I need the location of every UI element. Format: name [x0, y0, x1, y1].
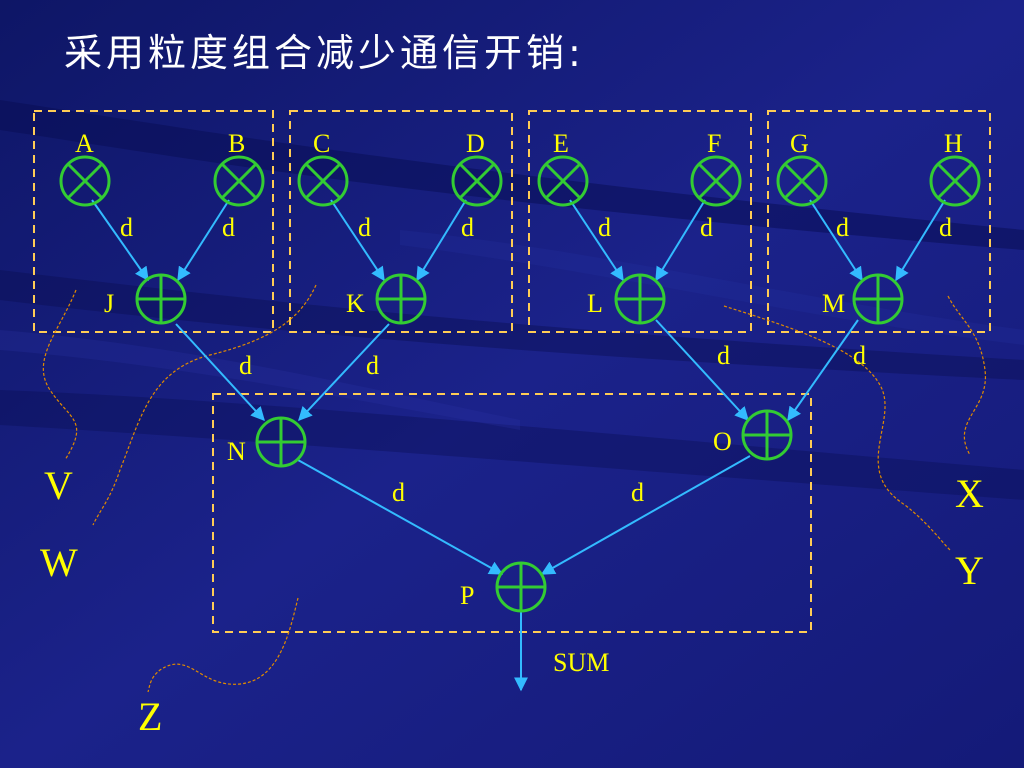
- multiply-circle-icon: [297, 155, 349, 207]
- node-label-f: F: [707, 129, 721, 158]
- group-label-z: Z: [138, 694, 162, 739]
- arrow-k-n: [298, 323, 390, 422]
- edge-label: d: [598, 213, 611, 242]
- node-label-h: H: [944, 129, 963, 158]
- node-label-o: O: [713, 427, 732, 456]
- edge-label: d: [222, 213, 235, 242]
- multiply-circle-icon: [213, 155, 265, 207]
- arrow-j-n: [175, 323, 265, 422]
- multiply-circle-icon: [776, 155, 828, 207]
- group-label-x: X: [955, 471, 984, 516]
- edge-label: d: [239, 351, 252, 380]
- plus-circle-icon: [495, 561, 547, 613]
- node-label-n: N: [227, 437, 246, 466]
- edge-label: d: [717, 341, 730, 370]
- arrow-g-m: [809, 199, 863, 282]
- edge-label: d: [392, 478, 405, 507]
- arrow-a-j: [91, 199, 149, 282]
- connector-w: [92, 284, 317, 526]
- edge-label: d: [461, 213, 474, 242]
- multiply-circle-icon: [690, 155, 742, 207]
- arrow-c-k: [330, 199, 385, 282]
- arrow-n-p: [297, 459, 504, 575]
- arrow-o-p: [540, 455, 751, 575]
- edge-label: d: [836, 213, 849, 242]
- plus-circle-icon: [741, 409, 793, 461]
- edge-label: d: [631, 478, 644, 507]
- node-label-b: B: [228, 129, 245, 158]
- group-box-ab: [33, 110, 274, 333]
- edge-label: d: [120, 213, 133, 242]
- edge-label: d: [939, 213, 952, 242]
- group-box-cd: [289, 110, 513, 333]
- group-label-v: V: [44, 463, 73, 508]
- node-label-k: K: [346, 289, 365, 318]
- output-label: SUM: [553, 648, 609, 677]
- group-label-w: W: [40, 540, 78, 585]
- arrow-m-o: [787, 319, 859, 422]
- connector-x: [947, 295, 986, 456]
- arrow-e-l: [569, 199, 624, 282]
- plus-circle-icon: [852, 273, 904, 325]
- node-label-m: M: [822, 289, 845, 318]
- arrow-d-k: [416, 199, 467, 282]
- node-label-l: L: [587, 289, 603, 318]
- node-label-e: E: [553, 129, 569, 158]
- edge-label: d: [366, 351, 379, 380]
- slide-title: 采用粒度组合减少通信开销:: [64, 31, 585, 75]
- group-label-y: Y: [955, 548, 984, 593]
- plus-circle-icon: [375, 273, 427, 325]
- connector-y: [723, 305, 951, 551]
- edge-label: d: [700, 213, 713, 242]
- arrow-h-m: [895, 199, 946, 282]
- connector-z: [147, 597, 299, 693]
- group-box-nop: [212, 393, 812, 633]
- multiply-circle-icon: [59, 155, 111, 207]
- multiply-circle-icon: [929, 155, 981, 207]
- node-label-p: P: [460, 581, 474, 610]
- plus-circle-icon: [255, 416, 307, 468]
- node-label-j: J: [104, 289, 114, 318]
- edge-label: d: [853, 341, 866, 370]
- plus-circle-icon: [614, 273, 666, 325]
- multiply-circle-icon: [537, 155, 589, 207]
- node-label-d: D: [466, 129, 485, 158]
- edge-label: d: [358, 213, 371, 242]
- node-label-a: A: [75, 129, 94, 158]
- plus-circle-icon: [135, 273, 187, 325]
- group-box-gh: [767, 110, 991, 333]
- arrow-f-l: [655, 199, 706, 282]
- arrow-b-j: [177, 199, 230, 282]
- connector-v: [42, 289, 78, 461]
- group-box-ef: [528, 110, 752, 333]
- arrow-l-o: [655, 319, 749, 422]
- node-label-g: G: [790, 129, 809, 158]
- multiply-circle-icon: [451, 155, 503, 207]
- node-label-c: C: [313, 129, 330, 158]
